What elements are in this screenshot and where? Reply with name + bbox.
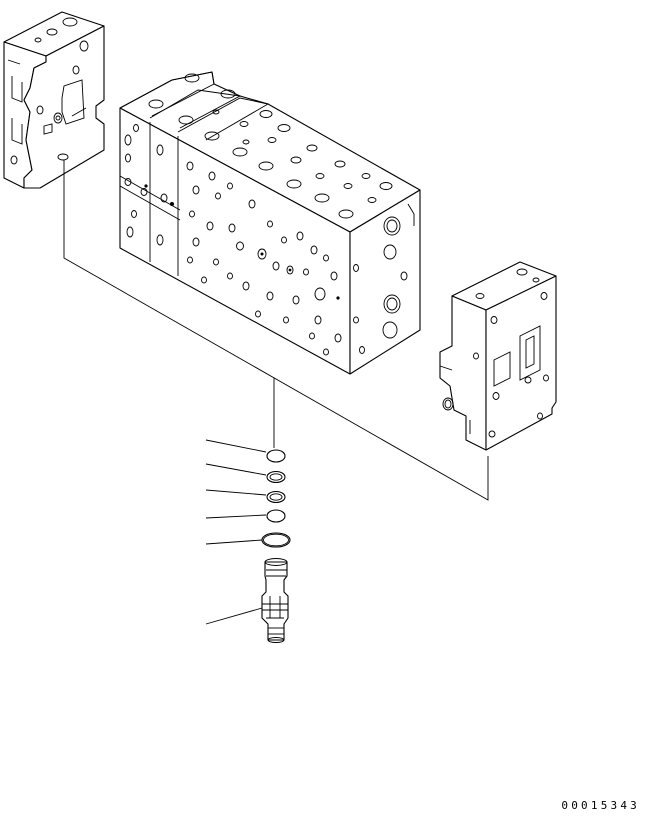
- backup-ring-3: [266, 509, 286, 523]
- o-ring-1: [266, 470, 286, 484]
- leader-backup-ring-2: [205, 489, 267, 496]
- o-ring-2: [261, 532, 291, 548]
- part-leader-lines: [205, 439, 267, 625]
- leader-backup-ring-3: [205, 514, 267, 519]
- main-valve-section-stack: [119, 71, 421, 375]
- drawing-number: 00015343: [561, 799, 640, 812]
- leader-relief-valve: [205, 607, 263, 625]
- left-end-cover-block: [3, 11, 105, 189]
- backup-ring-1: [266, 449, 286, 463]
- backup-ring-2: [266, 490, 286, 504]
- leader-backup-ring-1: [205, 439, 267, 453]
- leader-o-ring-2: [205, 539, 263, 545]
- relief-valve-cartridge: [261, 558, 289, 643]
- right-end-cover-block: [439, 261, 557, 451]
- connection-lines: [63, 160, 489, 501]
- leader-o-ring-1: [205, 463, 267, 476]
